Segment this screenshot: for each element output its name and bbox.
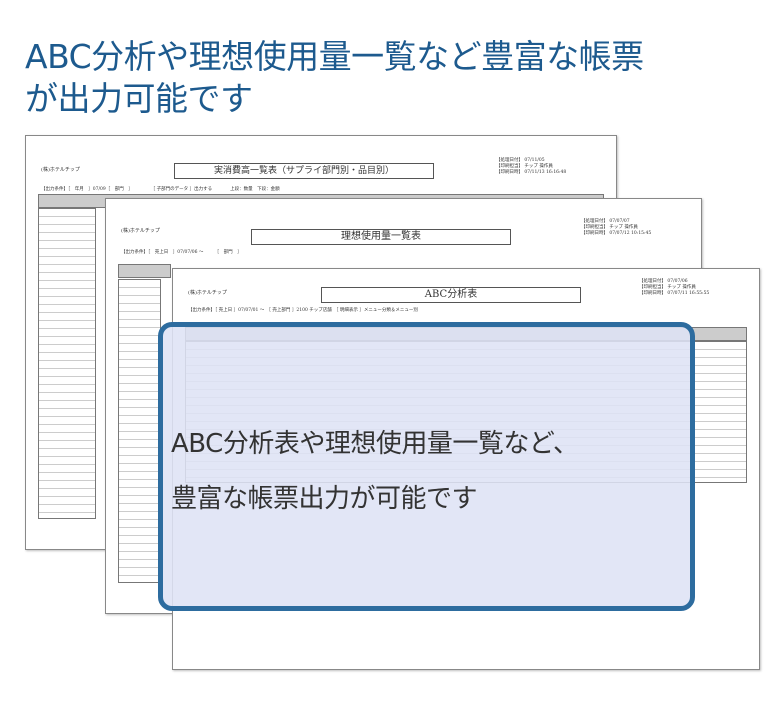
meta-printed-by: 【印刷担当】 チップ 操作員 xyxy=(639,285,696,290)
callout-line-2: 豊富な帳票出力が可能です xyxy=(171,484,478,514)
meta-process-date: 【処理日付】 07/07/06 xyxy=(639,279,688,284)
feature-callout: ABC分析表や理想使用量一覧など、 豊富な帳票出力が可能です xyxy=(158,322,695,611)
table-body xyxy=(38,208,96,519)
meta-print-time: 【印刷日時】 07/11/13 16:16:48 xyxy=(496,170,567,175)
meta-print-time: 【印刷日時】 07/07/11 16:55:55 xyxy=(639,291,710,296)
company-name: (株)ホテルチップ xyxy=(188,290,227,296)
company-name: (株)ホテルチップ xyxy=(41,167,80,173)
meta-print-time: 【印刷日時】 07/07/12 10:15:45 xyxy=(581,231,652,236)
output-conditions: 【出力条件】［ 売上日 ］07/07/01 〜 ［ 売上部門 ］2100 チップ… xyxy=(188,308,418,313)
table-header xyxy=(118,264,171,278)
table-body xyxy=(118,279,161,583)
headline-line-2: が出力可能です xyxy=(25,79,253,118)
headline: ABC分析や理想使用量一覧など豊富な帳票 が出力可能です xyxy=(25,36,765,120)
output-conditions: 【出力条件】［ 年月 ］07/09［ 部門 ］ ［ 子部門のデータ ］出力する … xyxy=(41,187,280,192)
meta-printed-by: 【印刷担当】 チップ 操作員 xyxy=(496,164,553,169)
output-conditions: 【出力条件】［ 売上日 ］07/07/06 〜 ［ 部門 ］ xyxy=(121,250,242,255)
meta-process-date: 【処理日付】 07/07/07 xyxy=(581,219,630,224)
report-title: ABC分析表 xyxy=(321,287,581,303)
meta-printed-by: 【印刷担当】 チップ 操作員 xyxy=(581,225,638,230)
report-title: 理想使用量一覧表 xyxy=(251,229,511,245)
callout-line-1: ABC分析表や理想使用量一覧など、 xyxy=(171,429,579,459)
meta-process-date: 【処理日付】 07/11/05 xyxy=(496,158,545,163)
report-title: 実消費高一覧表（サプライ部門別・品目別） xyxy=(174,163,434,179)
headline-line-1: ABC分析や理想使用量一覧など豊富な帳票 xyxy=(25,37,644,76)
company-name: (株)ホテルチップ xyxy=(121,228,160,234)
